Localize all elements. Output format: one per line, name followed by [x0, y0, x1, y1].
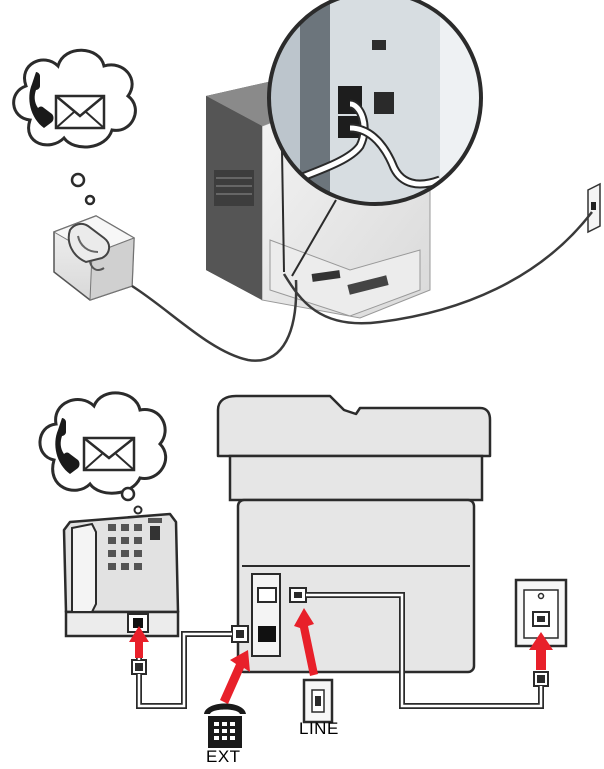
wall-jack [514, 578, 568, 648]
ext-phone-icon [204, 703, 246, 748]
line-label: LINE [299, 719, 339, 738]
phone-plug [131, 659, 147, 675]
ext-port [374, 92, 394, 114]
cloud-bubble [120, 486, 136, 502]
envelope-icon [82, 436, 136, 472]
fax-telephone [62, 512, 180, 638]
top-wall-jack [587, 182, 601, 234]
cloud-bubble [133, 505, 143, 515]
bottom-cables [136, 592, 544, 709]
wall-plug [533, 671, 549, 687]
arrow-to-phone-jack [129, 626, 149, 658]
ext-plug [231, 625, 249, 643]
cloud-bubble [70, 172, 86, 188]
top-thought-cloud [12, 48, 137, 206]
ext-label: EXT [206, 747, 241, 766]
cloud-bubble [84, 194, 96, 206]
ext-to-phone-cable [136, 631, 232, 709]
handset-icon [29, 72, 54, 128]
keypad [108, 524, 142, 570]
top-telephone [52, 215, 136, 301]
handset-icon [67, 222, 110, 264]
bottom-thought-cloud [38, 391, 167, 515]
port-panel [251, 573, 281, 657]
envelope-icon [54, 94, 106, 130]
top-illustration [12, 0, 601, 362]
line-port [257, 587, 277, 603]
line-cable [282, 211, 593, 325]
arrow-to-wall-jack [529, 632, 553, 670]
handset-icon [71, 522, 97, 613]
ext-port [258, 626, 276, 642]
arrow-to-ext-port [220, 650, 250, 704]
arrow-to-line-port [294, 608, 318, 676]
handset-icon [55, 418, 80, 474]
phone-cable [131, 279, 298, 362]
fax-printer [216, 394, 492, 674]
line-wall-plate [302, 678, 334, 724]
bottom-diagram [38, 391, 568, 748]
line-plug [289, 587, 307, 603]
red-arrows [129, 608, 553, 704]
